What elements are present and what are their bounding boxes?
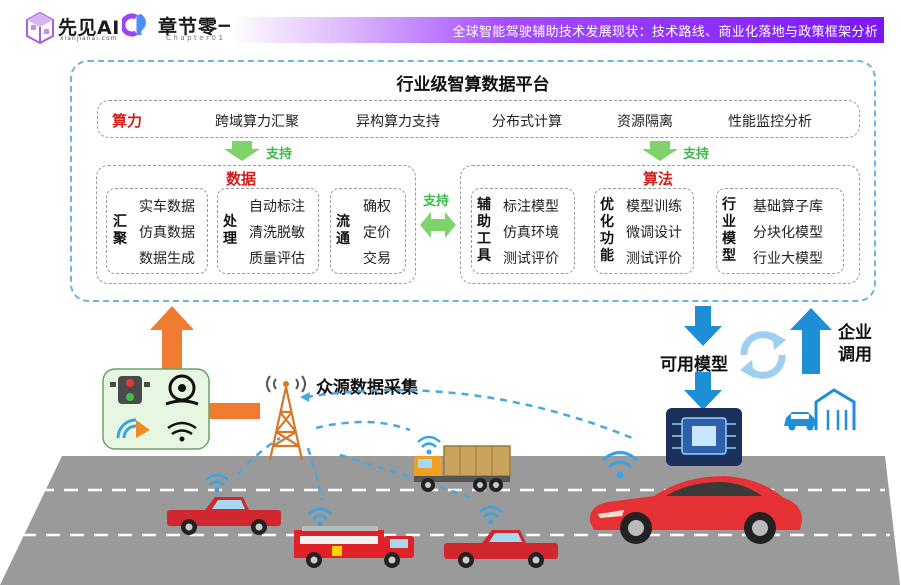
compute-item: 跨域算力汇聚 xyxy=(215,114,299,130)
compute-item: 分布式计算 xyxy=(492,114,562,130)
page-title: 全球智能驾驶辅助技术发展现状：技术路线、商业化落地与政策框架分析 xyxy=(452,25,878,40)
group-item: 定价 xyxy=(363,225,391,241)
group-label: 行业模型 xyxy=(722,197,736,264)
algorithm-section xyxy=(460,165,860,284)
group-item: 仿真数据 xyxy=(139,225,195,241)
support-down-arrow-icon xyxy=(224,141,260,161)
wifi-icon xyxy=(308,507,332,527)
group-label: 处理 xyxy=(223,214,237,247)
chapter-subtitle: Chapter01 xyxy=(166,34,226,42)
connector-arrow-icon xyxy=(208,403,260,419)
wifi-icon xyxy=(417,435,441,455)
signal-tower-icon xyxy=(266,375,306,461)
group-item: 交易 xyxy=(363,251,391,267)
data-group-aggregate xyxy=(106,188,208,274)
model-down-arrow-icon xyxy=(684,372,722,410)
enterprise-up-arrow-icon xyxy=(790,308,832,374)
crowd-data-label: 众源数据采集 xyxy=(316,378,418,398)
group-label: 辅助工具 xyxy=(477,197,491,264)
upload-up-arrow-icon xyxy=(150,306,194,372)
enterprise-call-label: 企业调用 xyxy=(838,323,872,365)
group-item: 质量评估 xyxy=(249,251,305,267)
pickup-truck-icon xyxy=(444,530,558,568)
data-heading: 数据 xyxy=(226,170,257,188)
sports-car-icon xyxy=(589,476,802,544)
group-item: 清洗脱敏 xyxy=(249,225,305,241)
group-item: 行业大模型 xyxy=(753,251,823,267)
compute-heading: 算力 xyxy=(112,112,143,130)
brand-url: xianjianai.com xyxy=(60,35,118,42)
group-item: 自动标注 xyxy=(249,199,305,215)
group-label: 汇聚 xyxy=(113,214,127,247)
factory-garage-icon xyxy=(784,388,856,431)
bidirectional-arrow-icon xyxy=(420,212,456,238)
group-item: 微调设计 xyxy=(626,225,682,241)
algo-group-industry xyxy=(716,188,844,274)
compute-item: 资源隔离 xyxy=(617,114,673,130)
group-item: 测试评价 xyxy=(626,251,682,267)
group-item: 实车数据 xyxy=(139,199,195,215)
group-item: 模型训练 xyxy=(626,199,682,215)
fire-truck-icon xyxy=(294,526,414,568)
group-item: 仿真环境 xyxy=(503,225,559,241)
wifi-icon xyxy=(205,473,229,493)
title-bar xyxy=(230,17,884,43)
support-label: 支持 xyxy=(266,147,293,162)
brand-cube-logo-icon xyxy=(26,12,54,44)
support-label: 支持 xyxy=(423,194,450,209)
brand-name: 先见AI xyxy=(58,17,120,39)
support-label: 支持 xyxy=(683,147,710,162)
ai-chip-icon xyxy=(666,408,742,466)
usable-model-label: 可用模型 xyxy=(660,355,728,375)
roadside-unit-icon xyxy=(102,368,210,450)
compute-item: 异构算力支持 xyxy=(356,114,440,130)
data-group-process xyxy=(217,188,319,274)
data-group-circulate xyxy=(330,188,406,274)
group-label: 流通 xyxy=(336,214,350,247)
platform-title: 行业级智算数据平台 xyxy=(396,75,550,95)
group-item: 基础算子库 xyxy=(753,199,823,215)
group-item: 测试评价 xyxy=(503,251,559,267)
chapter-name: 章节零一 xyxy=(158,16,239,38)
group-label: 优化功能 xyxy=(600,197,614,264)
wifi-icon xyxy=(479,505,503,525)
algorithm-heading: 算法 xyxy=(643,170,674,188)
cycle-arrows-icon xyxy=(740,331,786,379)
chapter-logo-icon xyxy=(122,13,146,37)
algo-group-tools xyxy=(471,188,575,274)
wifi-icon xyxy=(602,451,638,479)
group-item: 确权 xyxy=(363,199,391,215)
compute-row xyxy=(97,100,860,138)
algo-group-optimize xyxy=(594,188,694,274)
support-down-arrow-icon xyxy=(642,141,678,161)
model-down-arrow-icon xyxy=(684,306,722,346)
compute-item: 性能监控分析 xyxy=(728,114,812,130)
cargo-truck-icon xyxy=(414,445,511,492)
data-section xyxy=(96,165,416,284)
group-item: 数据生成 xyxy=(139,251,195,267)
group-item: 标注模型 xyxy=(503,199,559,215)
group-item: 分块化模型 xyxy=(753,225,823,241)
pickup-truck-icon xyxy=(167,497,281,535)
